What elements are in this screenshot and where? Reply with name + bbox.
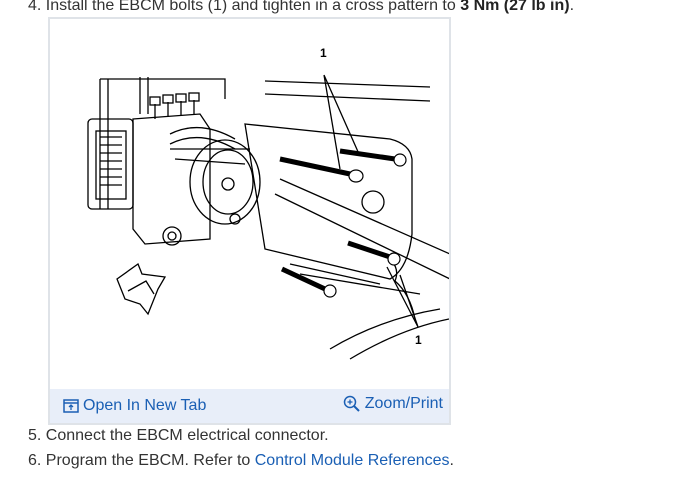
step-4: 4. Install the EBCM bolts (1) and tighte… <box>28 0 574 16</box>
figure-toolbar: Open In New Tab Zoom/Print <box>50 389 449 423</box>
step-6-suffix: . <box>449 452 454 469</box>
step-5-text: 5. Connect the EBCM electrical connector… <box>28 427 329 444</box>
open-in-new-tab-label: Open In New Tab <box>83 397 207 414</box>
zoom-print-label: Zoom/Print <box>364 395 443 412</box>
step-4-text: 4. Install the EBCM bolts (1) and tighte… <box>28 0 461 14</box>
open-new-tab-icon <box>63 399 79 413</box>
callout-bolts-top: 1 <box>320 46 327 60</box>
control-module-references-link[interactable]: Control Module References <box>254 452 450 469</box>
step-6: 6. Program the EBCM. Refer to Control Mo… <box>28 451 454 471</box>
open-in-new-tab-link[interactable]: Open In New Tab <box>63 397 206 415</box>
zoom-print-link[interactable]: Zoom/Print <box>343 395 443 413</box>
ebcm-illustration-figure: 1 1 Open In New Tab Zoom/Print <box>48 17 451 425</box>
step-5: 5. Connect the EBCM electrical connector… <box>28 426 329 446</box>
step-4-suffix: . <box>569 0 575 14</box>
callout-bolts-bottom: 1 <box>415 333 422 347</box>
zoom-icon <box>343 395 360 412</box>
ebcm-bolt-diagram: 1 1 <box>87 46 449 360</box>
torque-spec: 3 Nm (27 lb in) <box>460 0 570 14</box>
step-6-text: 6. Program the EBCM. Refer to <box>28 452 255 469</box>
